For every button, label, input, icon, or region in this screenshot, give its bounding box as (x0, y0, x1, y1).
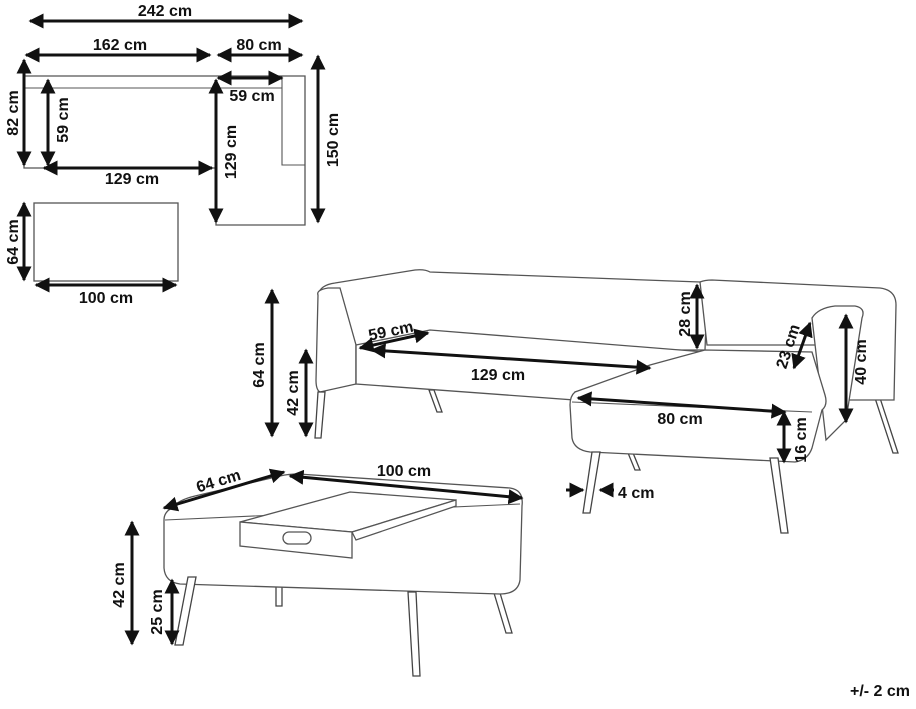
label-sofa-total-height: 64 cm (251, 342, 268, 387)
label-right-seat-width: 59 cm (229, 88, 274, 105)
label-sofa-seat-height: 42 cm (285, 370, 302, 415)
ottoman-leg-front-right (407, 591, 421, 677)
label-backrest-height: 28 cm (677, 291, 694, 336)
ottoman-leg-front-left (174, 576, 197, 646)
plan-arm-line (281, 88, 305, 166)
label-ott-width: 100 cm (377, 463, 431, 480)
plan-view: 242 cm 162 cm 80 cm 82 cm 59 cm 129 cm 5… (5, 3, 342, 307)
dim-line-chaise-width (576, 391, 787, 419)
plan-sofa-outline (23, 75, 306, 226)
dim-line-armrest-height (791, 321, 813, 370)
sofa-perspective: 64 cm 42 cm 59 cm 129 cm 28 cm 23 cm 40 … (251, 269, 899, 534)
label-chaise-width: 80 cm (657, 411, 702, 428)
label-leg-offset: 4 cm (618, 485, 654, 502)
sofa-leg-chaise-back (874, 397, 899, 454)
label-left-width: 162 cm (93, 37, 147, 54)
label-chaise-height: 40 cm (853, 339, 870, 384)
ottoman-perspective: 64 cm 100 cm 42 cm 25 cm (111, 463, 524, 677)
label-right-seat-depth: 129 cm (223, 125, 240, 179)
dim-line-sofa-seat-width (370, 343, 652, 375)
label-total-width: 242 cm (138, 3, 192, 20)
plan-ottoman-outline (33, 202, 179, 282)
label-sofa-seat-width: 129 cm (471, 367, 525, 384)
sofa-leg-back-left (428, 389, 443, 413)
label-right-length: 150 cm (325, 113, 342, 167)
sofa-leg-front-left (314, 391, 326, 439)
label-ott-leg-height: 25 cm (149, 589, 166, 634)
label-left-seat-width: 129 cm (105, 171, 159, 188)
dim-line-ott-depth (162, 468, 286, 512)
ottoman-tray-handle (282, 531, 312, 545)
label-left-seat-depth: 59 cm (55, 97, 72, 142)
label-ottoman-width: 100 cm (79, 290, 133, 307)
ottoman-tray-side (351, 499, 457, 541)
sofa-leg-front-mid (582, 451, 601, 514)
label-ottoman-depth: 64 cm (5, 219, 22, 264)
sofa-leg-front-right (769, 457, 789, 534)
tolerance-note: +/- 2 cm (850, 683, 910, 700)
dim-line-ott-width (288, 469, 524, 505)
label-ott-height: 42 cm (111, 562, 128, 607)
label-right-width: 80 cm (236, 37, 281, 54)
label-leg-height: 16 cm (793, 417, 810, 462)
label-left-depth: 82 cm (5, 90, 22, 135)
